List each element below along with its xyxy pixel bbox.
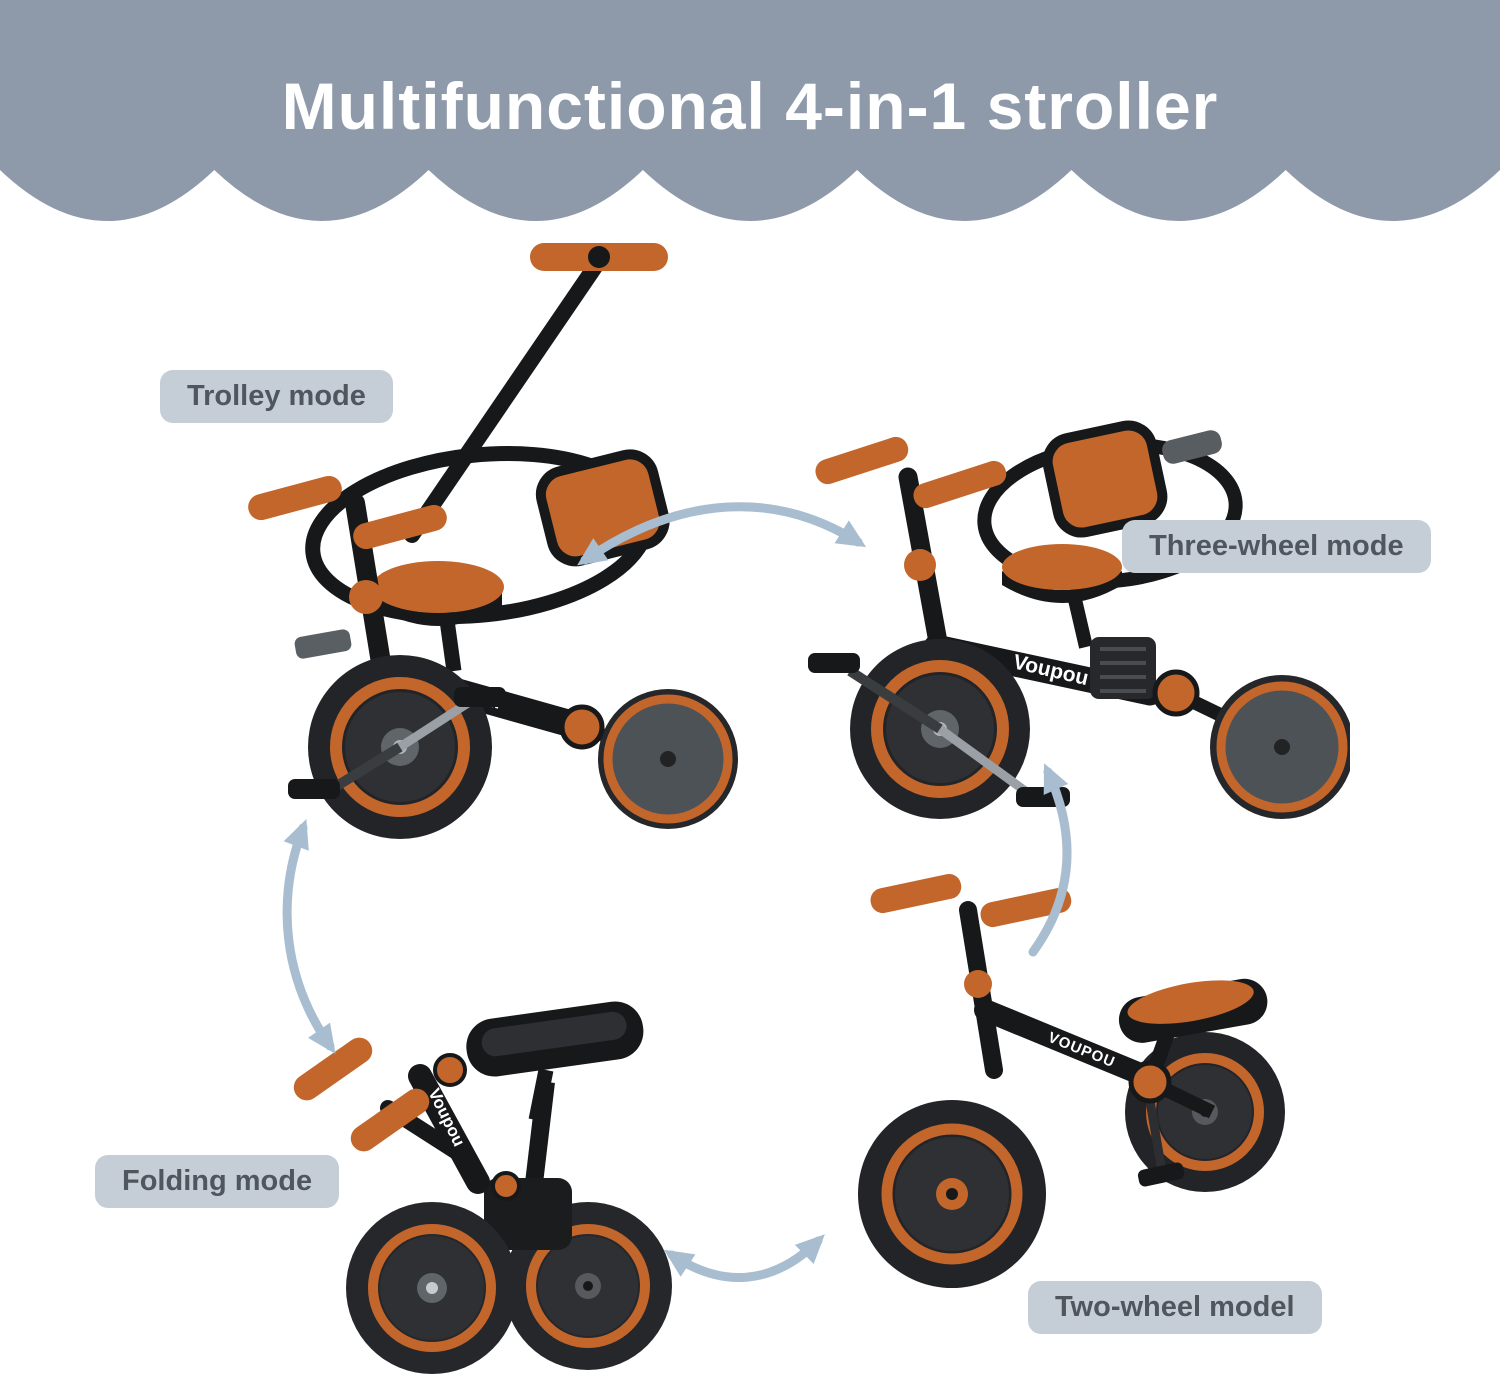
page-title: Multifunctional 4-in-1 stroller — [281, 69, 1219, 143]
mode-label-trolley: Trolley mode — [160, 370, 393, 424]
folded-handlebar — [293, 1037, 430, 1152]
rear-wheel — [577, 689, 738, 829]
mode-label-three-wheel: Three-wheel mode — [1122, 520, 1431, 574]
mode-label-folding: Folding mode — [95, 1155, 340, 1209]
figure-trolley-mode: Voupou — [150, 235, 750, 875]
folded-seat — [466, 1001, 644, 1122]
front-wheel — [858, 1100, 1046, 1288]
mode-label-two-wheel: Two-wheel model — [1028, 1281, 1322, 1335]
banner-wave — [0, 0, 1500, 221]
figure-three-wheel-mode: Voupou — [790, 395, 1350, 895]
guardrail-and-seat — [977, 420, 1243, 649]
front-wheel — [346, 1202, 518, 1374]
pedals — [808, 653, 1070, 807]
push-handle — [404, 243, 668, 543]
handlebar — [248, 475, 447, 685]
rear-wheel — [1171, 675, 1350, 819]
pedals — [288, 687, 506, 799]
figure-two-wheel-model: VOUPOU — [820, 860, 1290, 1315]
handlebar — [815, 436, 1007, 663]
figure-folding-mode: Voupou — [270, 990, 700, 1375]
